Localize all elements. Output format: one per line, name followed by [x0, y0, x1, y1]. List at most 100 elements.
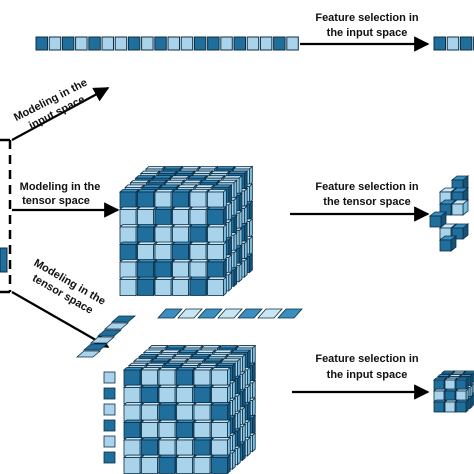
- label-feature-selection-input-bottom-1: Feature selection in: [315, 353, 419, 365]
- diagonal-mode-slab: [82, 343, 109, 351]
- tensor-cell-bottom-front: [141, 387, 158, 404]
- tensor-cell-bottom-side: [237, 410, 241, 431]
- tensor-cell-side: [249, 165, 253, 186]
- tensor-cell-side: [223, 223, 227, 244]
- tensor-cell-side: [243, 222, 248, 243]
- tensor-cell-bottom-front: [176, 422, 193, 439]
- tensor-cell-side: [223, 258, 227, 279]
- tensor-cell-front: [119, 261, 137, 279]
- vector-cell: [167, 36, 180, 51]
- left-mode-cell: [103, 451, 116, 464]
- tensor-cell-front: [119, 226, 137, 244]
- tensor-cell-side: [223, 188, 227, 209]
- tensor-cell-bottom-front: [176, 457, 193, 474]
- top-mode-slab: [237, 308, 263, 319]
- tensor-cell-bottom-side: [247, 384, 251, 405]
- selected-bottom-cell-front: [444, 401, 456, 413]
- label-feature-selection-input-top-2: the input space: [327, 27, 408, 39]
- tensor-cell-bottom-side: [237, 392, 241, 414]
- vector-cell: [48, 36, 62, 51]
- tensor-cell-front: [119, 244, 137, 261]
- tensor-cell-bottom-front: [158, 439, 176, 457]
- tensor-cell-front: [137, 209, 154, 226]
- tensor-cell-bottom-front: [193, 439, 211, 457]
- vector-cell: [207, 36, 220, 51]
- tensor-cell-bottom-side: [232, 397, 236, 418]
- tensor-cell-side: [238, 192, 243, 213]
- tensor-cell-bottom-side: [237, 445, 241, 466]
- tensor-cell-bottom-side: [252, 362, 256, 383]
- tensor-cell-bottom-front: [158, 404, 176, 422]
- tensor-cell-front: [137, 261, 154, 279]
- vector-cell: [127, 36, 141, 51]
- tensor-cell-side: [243, 240, 248, 261]
- selected-input-features: [433, 36, 474, 51]
- tensor-cell-bottom-front: [141, 404, 158, 422]
- tensor-cell-front: [172, 261, 189, 279]
- tensor-cell-front: [119, 191, 137, 209]
- label-feature-selection-tensor-2: the tensor space: [323, 196, 410, 208]
- tensor-cell-bottom-side: [242, 423, 246, 444]
- tensor-cell-bottom-front: [176, 387, 193, 404]
- tensor-cell-bottom-side: [227, 384, 231, 405]
- tensor-cell-side: [228, 183, 232, 205]
- tensor-cell-front: [154, 226, 172, 244]
- tensor-cell-bottom-front: [211, 457, 228, 474]
- tensor-cell-front: [189, 244, 207, 261]
- tensor-cell-side: [233, 231, 238, 253]
- tensor-cell-bottom-side: [232, 379, 236, 400]
- tensor-cell-side: [249, 218, 253, 239]
- tensor-cell-side: [238, 227, 243, 248]
- tensor-cell-bottom-front: [193, 422, 211, 439]
- tensor-cell-bottom-side: [237, 427, 241, 449]
- vector-cell: [101, 36, 114, 51]
- tensor-cell-bottom-side: [242, 353, 246, 374]
- left-mode-cell: [103, 403, 116, 416]
- tensor-cell-side: [238, 262, 243, 283]
- tensor-cell-bottom-front: [158, 387, 176, 404]
- selected-bottom-cell-front: [433, 379, 445, 391]
- label-modeling-tensor-mid-1: Modeling in the: [20, 181, 101, 193]
- tensor-cell-front: [137, 244, 154, 261]
- diagonal-mode-slab: [103, 322, 130, 330]
- tensor-cell-bottom-side: [227, 436, 231, 457]
- top-mode-slab: [277, 308, 303, 319]
- tensor-cell-bottom-side: [227, 366, 231, 387]
- arrow-to-input-modeling: [11, 87, 110, 141]
- vector-cell: [35, 36, 48, 51]
- tensor-cell-front: [207, 209, 224, 226]
- tensor-cell-bottom-side: [247, 419, 251, 440]
- tensor-cell-front: [172, 191, 189, 209]
- diagonal-mode-slab: [89, 336, 116, 344]
- selected-vector-cell: [446, 36, 460, 51]
- tensor-cell-front: [172, 244, 189, 261]
- tensor-cell-front: [154, 244, 172, 261]
- tensor-cell-bottom-side: [252, 344, 256, 365]
- top-mode-slab: [157, 308, 183, 319]
- selected-bottom-features: [432, 370, 474, 413]
- tensor-cell-front: [189, 226, 207, 244]
- vector-cell: [193, 36, 207, 51]
- tensor-cell-side: [228, 201, 232, 222]
- vector-cell: [286, 36, 299, 51]
- tensor-cell-side: [233, 249, 238, 270]
- diagonal-mode-slab: [96, 329, 123, 337]
- tensor-cell-side: [228, 253, 232, 275]
- left-mode-cell: [103, 371, 116, 384]
- tensor-cell-side: [233, 214, 238, 235]
- tensor-cell-bottom-side: [232, 449, 236, 470]
- selected-vector-cell: [459, 36, 473, 51]
- tensor-cell-side: [223, 206, 227, 227]
- vector-cell: [154, 36, 167, 51]
- selected-tensor-cell-front: [439, 239, 452, 252]
- tensor-cell-bottom-side: [237, 357, 241, 379]
- tensor-cell-bottom-side: [242, 388, 246, 409]
- selected-vector-cell: [433, 36, 446, 51]
- label-feature-selection-input-bottom-2: the input space: [327, 369, 408, 381]
- tensor-cell-bottom-front: [211, 387, 228, 404]
- top-mode-slab: [257, 308, 283, 319]
- tensor-cell-side: [249, 183, 253, 204]
- vector-cell: [61, 36, 75, 51]
- tensor-cell-front: [154, 191, 172, 209]
- tensor-cell-front: [137, 279, 154, 296]
